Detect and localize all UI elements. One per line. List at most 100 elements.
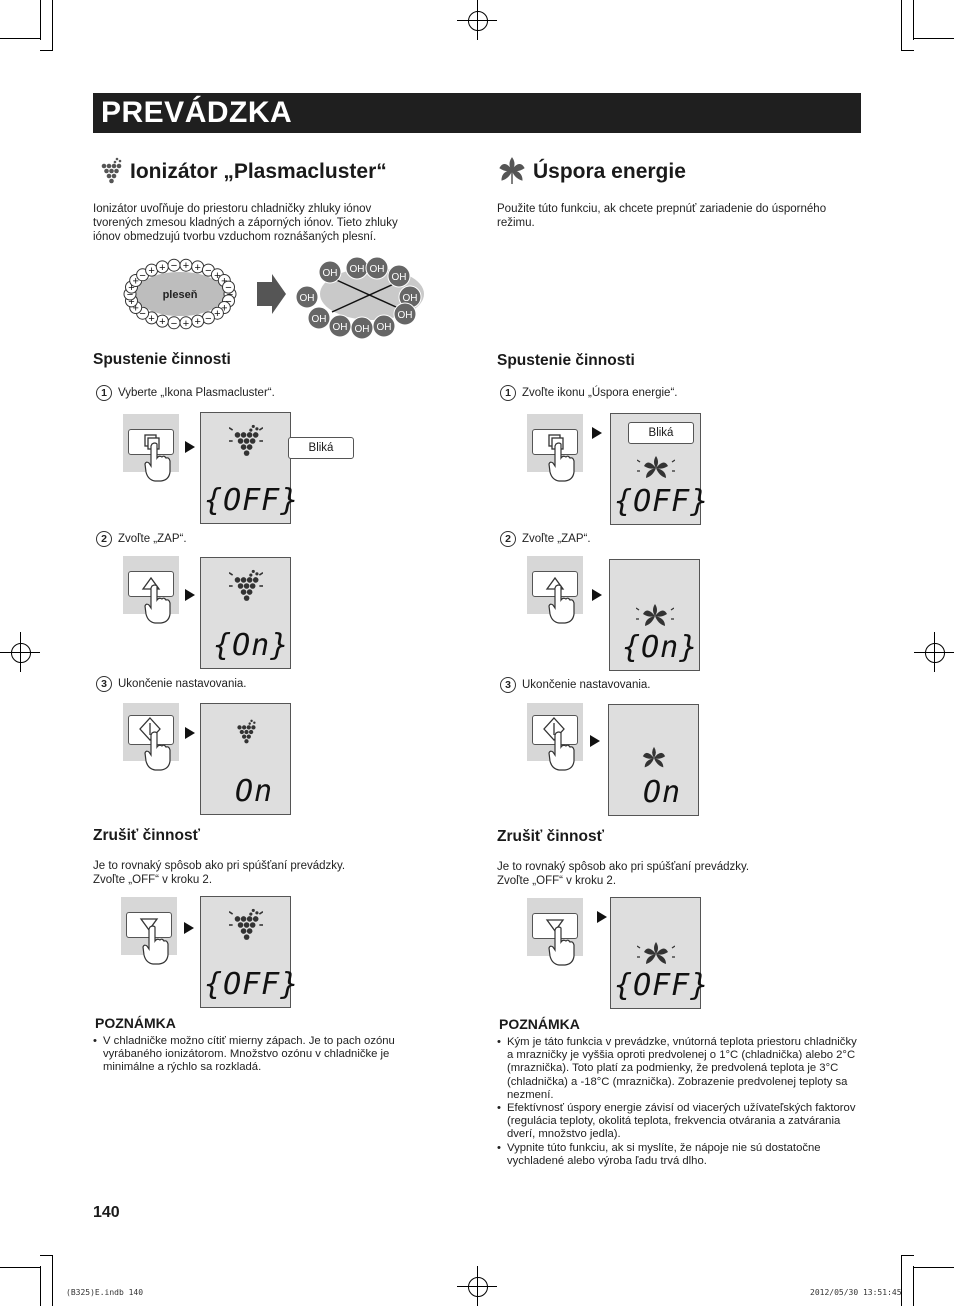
oh-molecule [372,314,396,338]
step-text: Zvoľte ikonu „Úspora energie“. [522,387,678,399]
leaf-icon [636,604,674,626]
step-text: Ukončenie nastavovania. [522,679,651,691]
display-panel: {OFF} [200,412,298,524]
cancel-heading-energy: Zrušiť činnosť [497,828,605,845]
control-panel-select [527,414,583,482]
ion-sign: + [221,276,227,288]
control-panel-select [123,414,179,482]
step-number: 3 [96,676,112,692]
process-arrow-icon [257,274,286,314]
registration-mark-right [914,632,954,672]
section-title-energy: Úspora energie [533,160,686,183]
display-value: {On} [213,628,290,663]
up-key-button[interactable] [532,571,578,597]
page-number: 140 [93,1204,120,1221]
display-panel: Bliká {OFF} [610,413,708,525]
ion-sign: − [171,260,177,272]
ion-sign: − [139,308,145,320]
registration-mark-top [457,0,497,40]
ion-sign: + [194,262,200,274]
step-3-ionizer: 3 Ukončenie nastavovania. [96,676,247,692]
crop-mark [0,1267,40,1268]
start-heading-energy: Spustenie činnosti [497,352,635,369]
hand-pointer-icon [142,925,169,965]
note-item: Vypnite túto funkciu, ak si myslíte, že … [497,1142,857,1168]
hand-pointer-icon [548,926,575,966]
start-heading-ionizer: Spustenie činnosti [93,351,231,368]
step-text: Zvoľte „ZAP“. [118,533,187,545]
ion-sign: + [183,318,189,330]
note-list-energy: Kým je táto funkcia v prevádzke, vnútorn… [497,1036,857,1168]
ion-sign: + [183,260,189,272]
oh-label: OH [370,264,385,275]
step-number: 3 [500,677,516,693]
arrow-icon [592,427,602,439]
note-item: Efektívnosť úspory energie závisí od via… [497,1102,857,1142]
mold-label: pleseň [163,289,198,301]
display-value: {OFF} [614,484,710,519]
crop-mark [901,0,902,51]
step-text: Vyberte „Ikona Plasmacluster“. [118,387,275,399]
ion-sign: − [205,313,211,325]
crop-mark [52,0,53,51]
step-2-ionizer: 2 Zvoľte „ZAP“. [96,531,187,547]
control-panel-up [123,556,179,624]
display-panel: {On} [609,559,700,671]
display-value: {On} [622,630,699,665]
note-item: Kým je táto funkcia v prevádzke, vnútorn… [497,1036,857,1102]
crop-mark [40,1266,41,1306]
step-3-energy: 3 Ukončenie nastavovania. [500,677,651,693]
crop-mark [0,38,40,39]
oh-label: OH [403,293,418,304]
display-panel: {OFF} [200,896,298,1008]
oh-molecule [307,306,331,330]
oh-label: OH [312,314,327,325]
step-1-energy: 1 Zvoľte ikonu „Úspora energie“. [500,385,677,401]
crop-mark [914,38,954,39]
cancel-heading-ionizer: Zrušiť činnosť [93,827,201,844]
oh-molecule [318,260,342,284]
crop-mark [913,0,914,40]
down-key-icon [139,918,159,932]
ion-ring: +−++−++−++−++−++−++−++−++− [123,258,237,330]
display-value: {OFF} [614,968,710,1003]
registration-mark-bottom [457,1266,497,1306]
note-title-energy: POZNÁMKA [499,1016,580,1032]
cancel-text-line-1: Je to rovnaký spôsob ako pri spúšťaní pr… [497,861,750,873]
crop-mark [901,50,914,51]
hand-pointer-icon [144,731,171,771]
oh-label: OH [300,293,315,304]
ion-sign: + [159,262,165,274]
ion-sign: + [159,316,165,328]
blink-callout: Bliká [628,422,694,444]
registration-mark-left [0,632,40,672]
control-panel-enter [527,703,583,771]
plasmacluster-icon [229,908,263,940]
section-title-ionizer: Ionizátor „Plasmacluster“ [130,160,387,183]
ion-sign: − [205,265,211,277]
display-panel: {OFF} [610,897,708,1009]
ion-sign: + [128,282,134,294]
note-title-ionizer: POZNÁMKA [95,1015,176,1031]
oh-label: OH [323,268,338,279]
cancel-text-line-2: Zvoľte „OFF“ v kroku 2. [93,874,213,886]
crop-mark [40,1255,53,1256]
display-value: {OFF} [204,483,300,518]
down-key-button[interactable] [532,913,578,939]
oh-label: OH [333,322,348,333]
page-title: PREVÁDZKA [101,96,293,129]
ion-sign: − [139,270,145,282]
oh-label: OH [377,322,392,333]
arrow-icon [590,735,600,747]
arrow-icon [185,441,195,453]
energy-intro-text: Použite túto funkciu, ak chcete prepnúť … [497,203,827,229]
ion-sign: + [194,316,200,328]
display-value: On [235,774,274,809]
ion-sign: + [214,308,220,320]
hand-pointer-icon [144,584,171,624]
blink-callout: Bliká [288,437,354,459]
ion-sign: + [214,270,220,282]
cancel-text-line-1: Je to rovnaký spôsob ako pri spúšťaní pr… [93,860,346,872]
leaf-icon [637,456,675,478]
display-value: On [643,775,682,810]
